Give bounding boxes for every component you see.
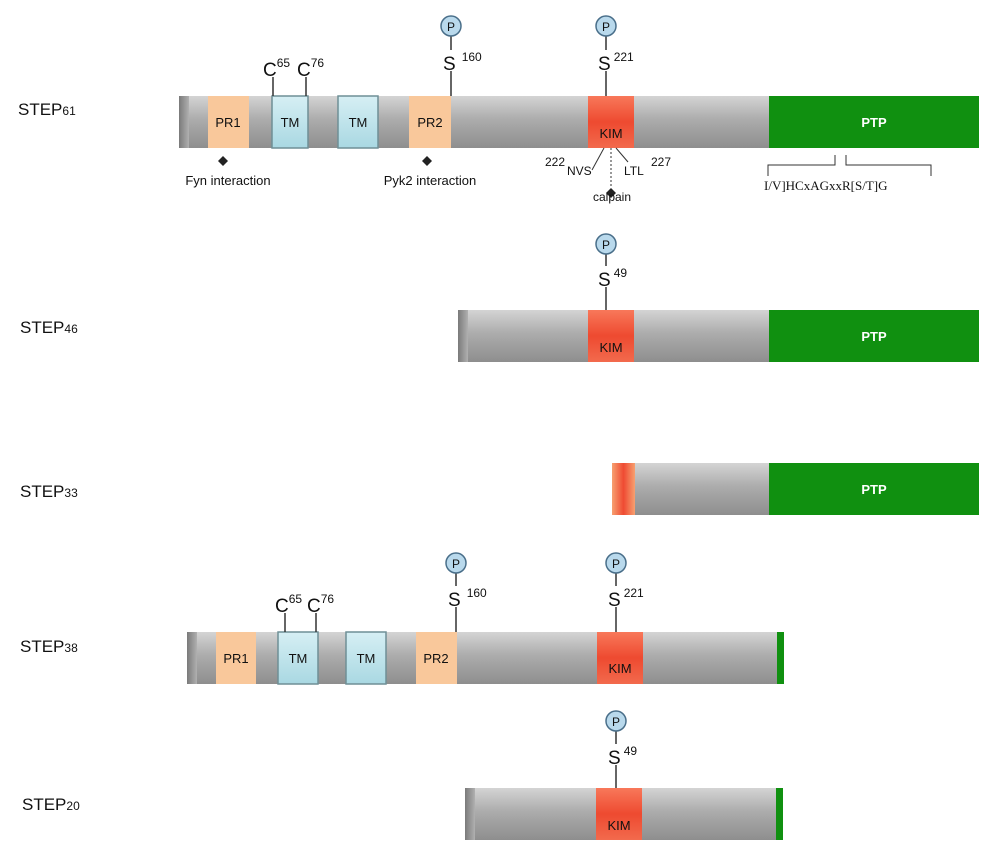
pr1-label: PR1 bbox=[215, 115, 240, 130]
kim-label: KIM bbox=[599, 340, 622, 355]
motif-bracket-left bbox=[767, 155, 836, 176]
tm-label-2: TM bbox=[357, 651, 376, 666]
pr1-label: PR1 bbox=[223, 651, 248, 666]
svg-text:P: P bbox=[452, 557, 460, 571]
svg-text:P: P bbox=[612, 715, 620, 729]
tm-label-1: TM bbox=[289, 651, 308, 666]
tm-domain-2 bbox=[337, 95, 379, 149]
svg-text:P: P bbox=[602, 20, 610, 34]
residue-222: 222 bbox=[545, 155, 565, 169]
isoform-label-step46: STEP46 bbox=[20, 318, 78, 337]
pyk2-interaction-marker-icon bbox=[422, 156, 432, 166]
ptp-domain bbox=[769, 310, 979, 362]
tm-domain-1 bbox=[277, 631, 319, 685]
ptp-domain bbox=[769, 463, 979, 515]
backbone-n-terminus bbox=[179, 96, 189, 148]
ptp-label: PTP bbox=[861, 115, 887, 130]
phospho-icon bbox=[595, 233, 617, 255]
pr2-domain bbox=[409, 96, 451, 148]
cysteine-c65: C65 bbox=[275, 592, 302, 617]
isoform-step33: STEP33 PTP bbox=[20, 463, 979, 515]
svg-text:P: P bbox=[602, 238, 610, 252]
kim-fragment bbox=[612, 463, 635, 515]
phospho-icon bbox=[440, 15, 462, 37]
pr2-label: PR2 bbox=[423, 651, 448, 666]
svg-text:P: P bbox=[612, 557, 620, 571]
calpain-label: calpain bbox=[593, 190, 631, 204]
kim-label: KIM bbox=[599, 126, 622, 141]
phospho-icon bbox=[445, 552, 467, 574]
isoform-label-step61: STEP61 bbox=[18, 100, 76, 119]
motif-bracket-right bbox=[845, 155, 932, 176]
pr1-domain bbox=[216, 632, 256, 684]
ptp-signature-motif: I/V]HCxAGxxR[S/T]G bbox=[764, 178, 888, 193]
ptp-remnant bbox=[777, 632, 784, 684]
isoform-label-step20: STEP20 bbox=[22, 795, 80, 814]
cysteine-c65: C65 bbox=[263, 56, 290, 81]
fyn-interaction-label: Fyn interaction bbox=[185, 173, 270, 188]
cysteine-c76: C76 bbox=[297, 56, 324, 81]
pr1-domain bbox=[208, 96, 249, 148]
ptp-label: PTP bbox=[861, 329, 887, 344]
isoform-label-step33: STEP33 bbox=[20, 482, 78, 501]
svg-text:P: P bbox=[447, 20, 455, 34]
phospho-icon bbox=[605, 552, 627, 574]
isoform-step61: STEP61 PR1 TM TM PR2 KIM PTP C65 C76 P S… bbox=[18, 15, 979, 204]
ptp-remnant bbox=[776, 788, 783, 840]
kim-domain bbox=[588, 96, 634, 148]
cysteine-c76: C76 bbox=[307, 592, 334, 617]
protein-backbone bbox=[187, 632, 784, 684]
tm-label-1: TM bbox=[281, 115, 300, 130]
tm-domain-2 bbox=[345, 631, 387, 685]
backbone-n-terminus bbox=[187, 632, 197, 684]
residues-nvs: NVS bbox=[567, 164, 592, 178]
tm-domain-1 bbox=[271, 95, 309, 149]
ptp-label: PTP bbox=[861, 482, 887, 497]
residue-227: 227 bbox=[651, 155, 671, 169]
pr2-domain bbox=[416, 632, 457, 684]
residues-ltl: LTL bbox=[624, 164, 644, 178]
phospho-icon bbox=[605, 710, 627, 732]
backbone-n-terminus bbox=[458, 310, 468, 362]
kim-domain bbox=[596, 788, 642, 840]
backbone-n-terminus bbox=[465, 788, 475, 840]
phospho-icon bbox=[595, 15, 617, 37]
fyn-interaction-marker-icon bbox=[218, 156, 228, 166]
kim-domain bbox=[588, 310, 634, 362]
kim-label: KIM bbox=[607, 818, 630, 833]
pyk2-interaction-label: Pyk2 interaction bbox=[384, 173, 477, 188]
tm-label-2: TM bbox=[349, 115, 368, 130]
kim-label: KIM bbox=[608, 661, 631, 676]
isoform-label-step38: STEP38 bbox=[20, 637, 78, 656]
kim-domain bbox=[597, 632, 643, 684]
pr2-label: PR2 bbox=[417, 115, 442, 130]
calpain-cleavage-icon bbox=[606, 188, 616, 198]
ptp-domain bbox=[769, 96, 979, 148]
